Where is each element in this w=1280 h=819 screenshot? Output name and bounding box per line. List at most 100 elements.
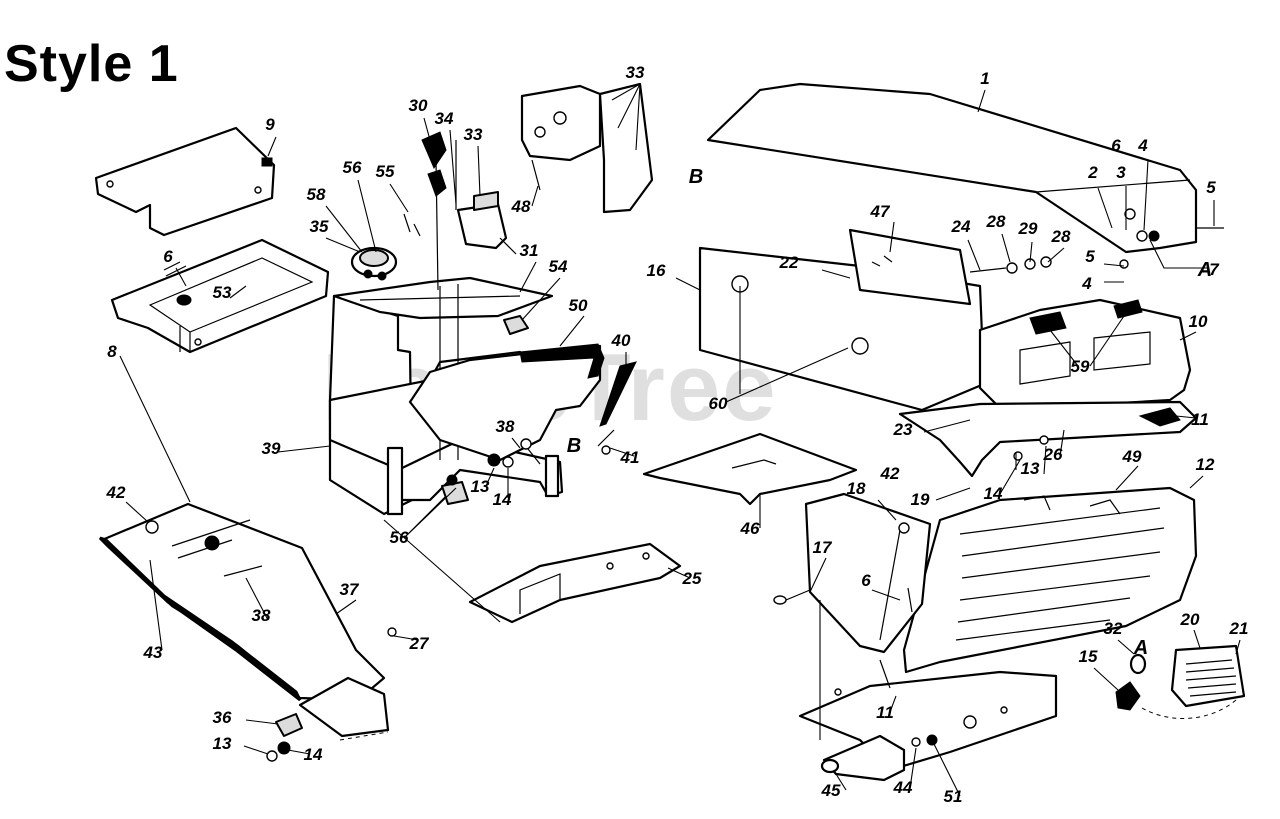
reference-letter-a: A <box>1197 259 1212 281</box>
callout-1: 1 <box>980 69 989 88</box>
callout-21: 21 <box>1229 619 1249 638</box>
callout-6: 6 <box>163 247 173 266</box>
callout-13: 13 <box>213 734 232 753</box>
callout-46: 46 <box>740 519 760 538</box>
callout-13: 13 <box>1021 459 1040 478</box>
callout-56: 56 <box>343 158 362 177</box>
part-30-choke-knob <box>421 131 447 291</box>
callout-22: 22 <box>779 253 799 272</box>
callout-2: 2 <box>1087 163 1098 182</box>
callout-11: 11 <box>1191 410 1209 429</box>
callout-48: 48 <box>511 197 531 216</box>
part-46-floor-plate <box>642 432 858 506</box>
callout-3: 3 <box>1116 163 1126 182</box>
part-33-throttle-assembly <box>455 140 517 255</box>
callout-30: 30 <box>409 96 428 115</box>
hardware-13-14-38 <box>487 438 541 468</box>
callout-53: 53 <box>213 283 232 302</box>
callout-27: 27 <box>409 634 430 653</box>
callout-56: 56 <box>390 528 409 547</box>
reference-letters: A A B B <box>567 166 1212 659</box>
callout-43: 43 <box>143 643 163 662</box>
part-56-switch <box>441 474 469 505</box>
callout-14: 14 <box>984 484 1003 503</box>
callout-26: 26 <box>1043 445 1063 464</box>
callout-4: 4 <box>1081 274 1092 293</box>
callout-9: 9 <box>265 115 275 134</box>
part-37-lower-panel <box>98 502 390 741</box>
callout-7: 7 <box>1209 260 1220 279</box>
callout-29: 29 <box>1018 219 1038 238</box>
part-25-bracket <box>468 542 682 624</box>
reference-letter-b: B <box>689 166 703 188</box>
diagram-title: Style 1 <box>4 35 179 93</box>
callout-28: 28 <box>1051 227 1071 246</box>
part-9-cover-plate <box>94 126 276 237</box>
part-40-rod <box>597 361 637 455</box>
reference-letter-a: A <box>1133 637 1148 659</box>
part-22-dash-panel <box>698 228 986 412</box>
callout-14: 14 <box>493 490 512 509</box>
callout-37: 37 <box>340 580 360 599</box>
part-45-lower-frame <box>798 659 1058 782</box>
callout-59: 59 <box>1071 357 1090 376</box>
callout-15: 15 <box>1079 647 1098 666</box>
part-50-support-frame <box>408 343 605 462</box>
callout-45: 45 <box>821 781 841 800</box>
part-8-battery-tray <box>110 238 330 354</box>
callout-28: 28 <box>986 212 1006 231</box>
part-12-grille <box>902 486 1198 674</box>
part-1-hood-top <box>706 82 1198 254</box>
callout-44: 44 <box>893 778 913 797</box>
callout-11: 11 <box>876 703 894 722</box>
callout-55: 55 <box>376 162 395 181</box>
callout-12: 12 <box>1196 455 1215 474</box>
reference-letter-b: B <box>567 435 581 457</box>
part-10-instrument-housing <box>978 298 1192 414</box>
callout-8: 8 <box>107 342 117 361</box>
callout-40: 40 <box>611 331 631 350</box>
callout-31: 31 <box>520 241 539 260</box>
callout-10: 10 <box>1189 312 1208 331</box>
hardware-36-13-14 <box>266 627 397 762</box>
callout-39: 39 <box>262 439 281 458</box>
callout-50: 50 <box>569 296 588 315</box>
callout-36: 36 <box>213 708 232 727</box>
part-15-socket <box>1115 653 1237 719</box>
part-54-clip <box>503 315 529 335</box>
callout-6: 6 <box>861 571 871 590</box>
callout-38: 38 <box>252 606 271 625</box>
callout-49: 49 <box>1122 447 1142 466</box>
callout-33: 33 <box>626 63 645 82</box>
part-20-light-lens <box>1170 644 1246 708</box>
callout-5: 5 <box>1085 247 1095 266</box>
part-18-side-panel <box>804 492 932 654</box>
callout-23: 23 <box>893 420 913 439</box>
callout-4: 4 <box>1137 136 1148 155</box>
callout-16: 16 <box>647 261 666 280</box>
callout-54: 54 <box>549 257 568 276</box>
callout-42: 42 <box>880 464 900 483</box>
callout-24: 24 <box>951 217 971 236</box>
callout-47: 47 <box>870 202 891 221</box>
callout-19: 19 <box>911 490 930 509</box>
part-33-upper-bracket <box>520 82 654 214</box>
callout-leaders <box>125 83 1241 797</box>
callout-33: 33 <box>464 125 483 144</box>
callout-6: 6 <box>1111 136 1121 155</box>
callout-25: 25 <box>682 569 702 588</box>
callout-13: 13 <box>471 477 490 496</box>
callout-32: 32 <box>1104 619 1123 638</box>
part-35-ignition-switch <box>350 213 421 281</box>
callout-20: 20 <box>1180 610 1200 629</box>
callout-18: 18 <box>847 479 866 498</box>
callout-42: 42 <box>106 483 126 502</box>
callout-51: 51 <box>944 787 963 806</box>
callout-35: 35 <box>310 217 329 236</box>
callout-17: 17 <box>813 538 833 557</box>
callout-5: 5 <box>1206 178 1216 197</box>
assembly-guide-lines <box>119 286 1017 740</box>
callout-58: 58 <box>307 185 326 204</box>
